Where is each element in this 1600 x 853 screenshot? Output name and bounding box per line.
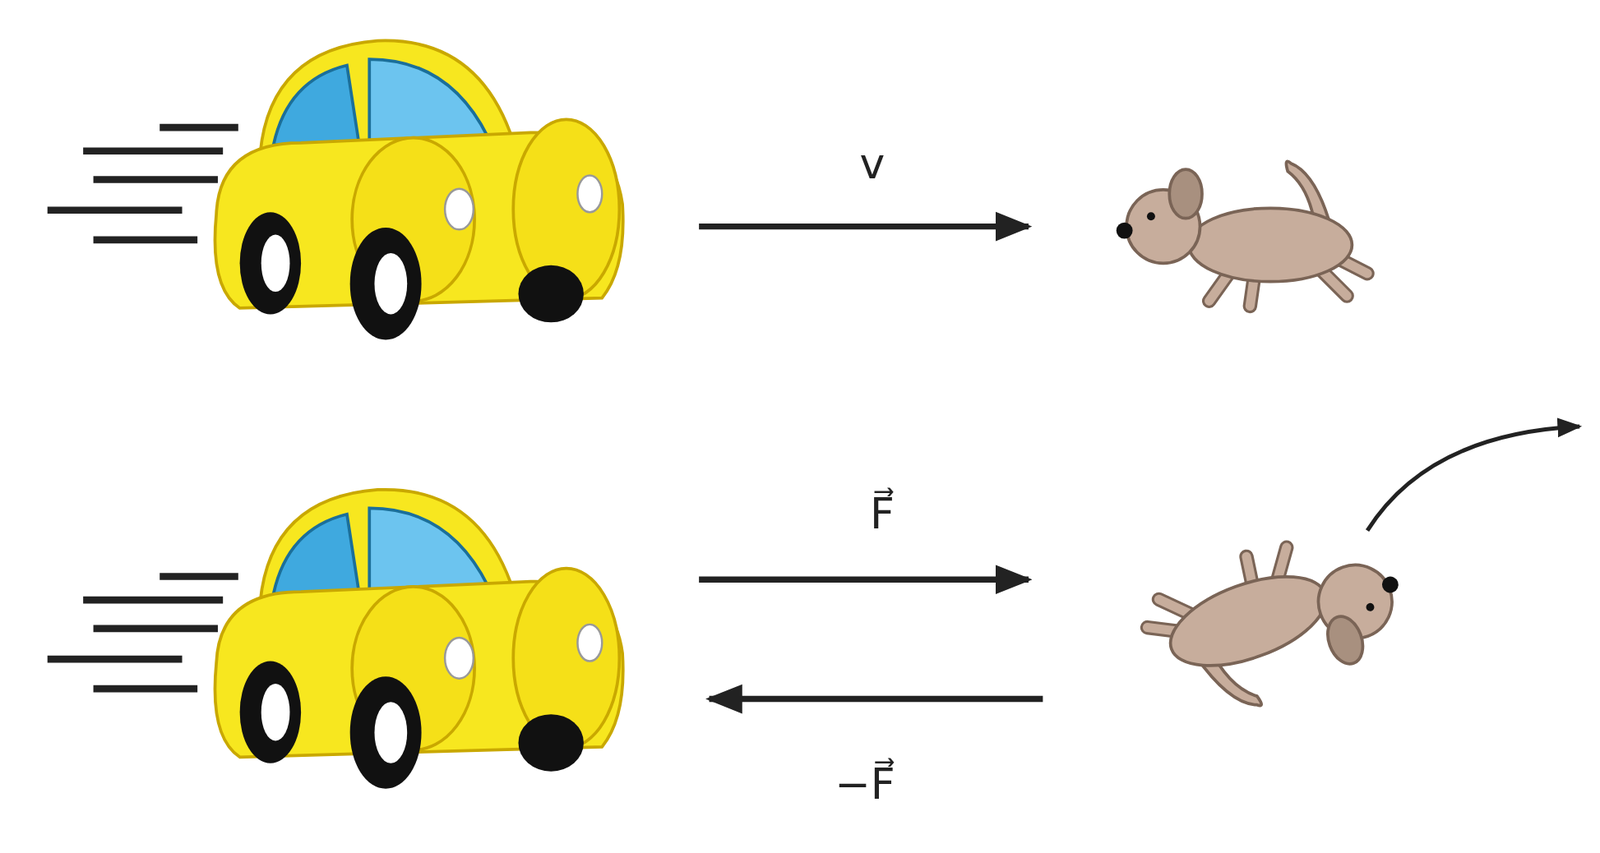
- velocity-arrow: [698, 223, 1029, 230]
- car: [50, 40, 624, 340]
- car: [50, 490, 624, 790]
- dog: [1116, 161, 1368, 306]
- reaction-force-arrow: [709, 696, 1044, 703]
- force-label: −F⃗: [834, 758, 895, 810]
- motion-arrow: [1367, 426, 1580, 532]
- velocity-label: v: [860, 138, 886, 190]
- force-label: F⃗: [869, 488, 895, 540]
- dog: [1136, 511, 1422, 734]
- force-arrow: [698, 577, 1029, 583]
